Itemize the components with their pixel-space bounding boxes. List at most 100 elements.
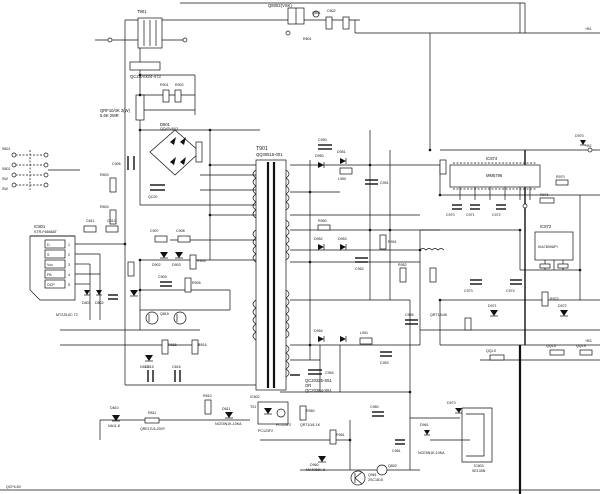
- label-out-b2: +B2: [585, 144, 592, 148]
- label-d810: D810: [110, 406, 119, 410]
- label-q815: Q815: [160, 312, 169, 316]
- label-pin2: 2: [68, 253, 70, 257]
- label-c952: C952: [355, 267, 364, 271]
- label-c811: C811: [86, 219, 94, 223]
- label-pin3: 3: [68, 263, 70, 267]
- label-nce1: NCE5N1K-10KA: [215, 422, 242, 426]
- label-pin5: 5: [68, 283, 70, 287]
- label-pin-d: D: [47, 243, 50, 247]
- label-r972: R972: [550, 297, 559, 301]
- label-r803: R803: [100, 173, 109, 177]
- ic803: IC803 SE135N D973: [447, 401, 493, 473]
- label-sw-a: SW: [2, 177, 8, 181]
- label-d901b: QQ/GV8X3: [160, 127, 178, 131]
- label-r902: R902: [175, 83, 184, 87]
- label-d902: D902: [152, 263, 161, 267]
- bridge-rectifier: D901 QQ/GV8X3: [149, 122, 203, 176]
- label-c953: C953: [380, 361, 389, 365]
- output-labels: +B1 +B2 +B3 QCF6.8V: [6, 27, 592, 489]
- label-c955: C955: [405, 313, 414, 317]
- label-c812: C812: [107, 219, 116, 223]
- label-rt2: QQLS: [546, 344, 557, 348]
- label-d952: D952: [314, 237, 323, 241]
- label-l951: L951: [360, 331, 368, 335]
- label-pin-fb: FB: [47, 273, 52, 277]
- mid-left-transistors: Q815 R815 R816 D815: [140, 311, 207, 369]
- label-c954: C954: [325, 371, 334, 375]
- label-r901: R901: [160, 83, 169, 87]
- label-r905: R905: [192, 281, 201, 285]
- label-out-b1: +B1: [585, 27, 592, 31]
- label-pin-ocp: OCP: [47, 283, 55, 287]
- right-mid-caps: C973 C974 R972 D971 D972 QRT1A/4K: [430, 279, 568, 331]
- label-ic803b: SE135N: [472, 469, 486, 473]
- label-c972: C972: [492, 213, 501, 217]
- label-d971: D971: [488, 304, 497, 308]
- label-sw-b: SW: [2, 187, 8, 191]
- label-vsk3: QC20364-S51: [305, 388, 332, 393]
- label-c951: C951: [380, 181, 389, 185]
- label-qre: QRE1G/4-200Y: [140, 427, 166, 431]
- label-out-b3: +B3: [585, 339, 592, 343]
- label-mtz: MTZJ5.6C T2: [56, 313, 78, 317]
- label-vsk2: OR: [305, 383, 311, 388]
- label-r811: R811: [148, 411, 156, 415]
- label-pin1: 1: [68, 243, 70, 247]
- label-ic802: IC802: [250, 395, 260, 399]
- label-r952: R952: [398, 263, 407, 267]
- label-rt1: QRT1A/4K: [430, 313, 448, 317]
- label-ic801: IC801: [34, 224, 46, 229]
- top-transistor: Q8002(VSK) Q801 C802 R801: [268, 3, 350, 41]
- label-r961: R961: [336, 433, 345, 437]
- label-l950: L950: [338, 177, 346, 181]
- label-na118: NA11.8: [108, 424, 120, 428]
- label-d972: D972: [558, 304, 567, 308]
- label-rt4: QQLS: [486, 349, 497, 353]
- label-ic872: IC872: [540, 224, 552, 229]
- label-q801: Q801: [312, 11, 321, 15]
- label-ic802b: PC123F2: [258, 429, 273, 433]
- label-d954: D954: [314, 329, 323, 333]
- lower-left-caps: C815 C816: [145, 365, 181, 382]
- label-r971: R971: [540, 193, 549, 197]
- ic874: IC874 MM5796: [449, 156, 541, 200]
- label-ic803: IC803: [474, 464, 484, 468]
- label-r1mm: QRF10/4K 2(W): [100, 108, 131, 113]
- ic801-pwm: D S Vcc FB OCP 1 2 3 4 5 IC801 STR-F6668…: [29, 224, 125, 320]
- line-filter-transformer: T901 QC2SA00/4-473: [107, 9, 188, 79]
- label-rt3: QQLS: [576, 344, 587, 348]
- label-d901: D901: [160, 122, 171, 127]
- label-pin-s: S: [47, 253, 50, 257]
- label-c906: C906: [112, 162, 121, 166]
- label-c815: C815: [145, 365, 154, 369]
- label-r815: R815: [168, 343, 177, 347]
- label-c816: C816: [172, 365, 181, 369]
- label-ic872b: KIA7809API: [538, 245, 558, 249]
- label-pin4: 4: [68, 273, 70, 277]
- left-switch-panel: S801 S802 SW SW: [2, 147, 80, 191]
- label-rt1k: QRT10/4-1K: [300, 423, 321, 427]
- label-d815: D815: [140, 365, 149, 369]
- label-q961: Q961: [368, 473, 377, 477]
- label-d951: D951: [337, 150, 346, 154]
- label-c960: C960: [370, 405, 379, 409]
- label-q8002: Q8002(VSK): [268, 3, 292, 8]
- label-ic874: IC874: [486, 156, 498, 161]
- label-t901-part: QQ30515-001: [256, 152, 283, 157]
- label-r904: R904: [197, 259, 206, 263]
- label-q961b: 2SC1815: [368, 478, 383, 482]
- label-r810: R810: [203, 394, 212, 398]
- ic801-support: C811 C812 D801 D802 MTZJ5.6C T2: [56, 219, 135, 317]
- label-c970: C970: [446, 213, 455, 217]
- left-top-resistors: QRF10/4K 2(W) 5.6K 2MR R901 R902: [100, 83, 184, 121]
- label-q802: Q802: [388, 464, 397, 468]
- label-d960: D960: [310, 463, 319, 467]
- label-r950: R950: [318, 219, 327, 223]
- label-d801: D801: [82, 301, 91, 305]
- mid-inductor: R952 C955: [398, 248, 445, 325]
- bottom-center: IC802 PC123F2 T01 PC123F2 R960 R961 QRT1…: [250, 395, 445, 486]
- label-c802: C802: [327, 9, 336, 13]
- label-ic801b: STR-F6668AT: [34, 230, 58, 234]
- label-r816: R816: [198, 343, 207, 347]
